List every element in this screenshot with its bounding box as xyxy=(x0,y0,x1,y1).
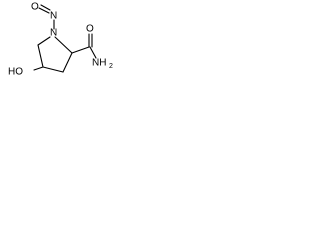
bond-c4-hydroxyl xyxy=(33,66,44,71)
atom-label-nitroso-nitrogen: N xyxy=(50,11,57,22)
atom-label-nitroso-oxygen: O xyxy=(31,2,39,13)
bond-nitroso-double-1 xyxy=(38,7,50,14)
atom-label-ring-nitrogen: N xyxy=(50,28,57,39)
bond-c5-ringN xyxy=(37,36,51,46)
bond-ringN-c2 xyxy=(54,36,73,54)
bond-c2-carbonylC xyxy=(71,46,90,54)
atom-label-carbonyl-oxygen: O xyxy=(86,24,94,35)
atom-label-amide-nitrogen: NH xyxy=(92,58,106,69)
atom-label-amide-subscript: 2 xyxy=(109,63,113,70)
bond-carbonylC-amideN xyxy=(89,46,97,59)
chemical-structure-diagram: O N N HO O NH 2 xyxy=(8,2,113,78)
bond-c3-c4 xyxy=(42,66,64,73)
bond-nitroso-double-2 xyxy=(40,4,51,11)
bond-c4-c5 xyxy=(37,44,44,68)
bond-c2-c3 xyxy=(62,52,73,73)
atom-label-hydroxyl: HO xyxy=(8,67,23,78)
